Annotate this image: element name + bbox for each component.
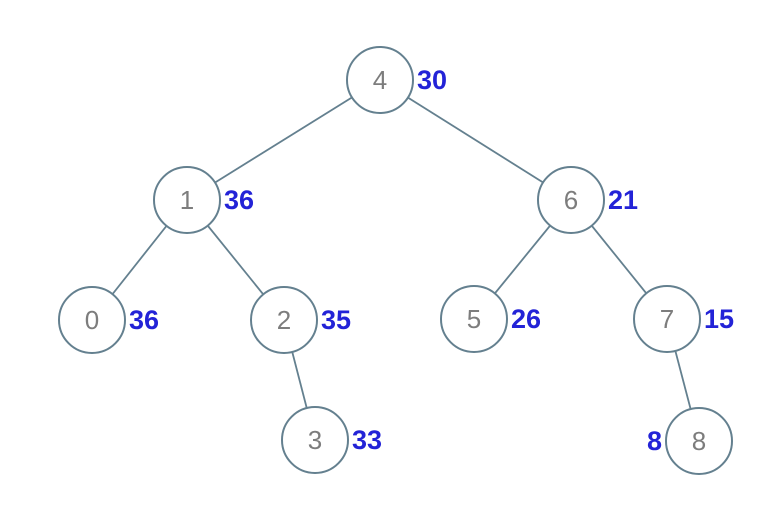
tree-node: 1 36	[153, 166, 254, 234]
tree-edge	[379, 79, 572, 201]
tree-node: 6 21	[537, 166, 638, 234]
tree-node-circle	[633, 285, 701, 353]
tree-node-value: 36	[129, 305, 159, 335]
tree-node: 4 30	[346, 46, 447, 114]
tree-node-value: 36	[224, 185, 254, 215]
tree-edge	[186, 79, 381, 201]
tree-node-value: 8	[647, 426, 662, 456]
tree-node: 5 26	[440, 285, 541, 353]
tree-node-id: 2	[277, 305, 291, 335]
tree-node-value: 33	[352, 425, 382, 455]
tree-node: 2 35	[250, 286, 351, 354]
tree-node: 0 36	[58, 286, 159, 354]
tree-node-value: 15	[704, 304, 734, 334]
tree-node-id: 3	[308, 425, 322, 455]
tree-node-circle	[440, 285, 508, 353]
tree-node-circle	[153, 166, 221, 234]
tree-node-id: 7	[660, 304, 674, 334]
tree-node-value: 30	[417, 65, 447, 95]
tree-node-id: 6	[564, 185, 578, 215]
tree-node-circle	[58, 286, 126, 354]
tree-node-circle	[281, 406, 349, 474]
tree-node-id: 0	[85, 305, 99, 335]
tree-node-circle	[537, 166, 605, 234]
tree-node-value: 21	[608, 185, 638, 215]
tree-node-circle	[665, 407, 733, 475]
tree-node-id: 1	[180, 185, 194, 215]
tree-node-id: 5	[467, 304, 481, 334]
tree-node-circle	[250, 286, 318, 354]
tree-node-id: 8	[692, 426, 706, 456]
tree-node: 7 15	[633, 285, 734, 353]
tree-node-value: 35	[321, 305, 351, 335]
tree-node-circle	[346, 46, 414, 114]
tree-node: 88	[647, 407, 733, 475]
tree-node-value: 26	[511, 304, 541, 334]
tree-node-id: 4	[373, 65, 387, 95]
